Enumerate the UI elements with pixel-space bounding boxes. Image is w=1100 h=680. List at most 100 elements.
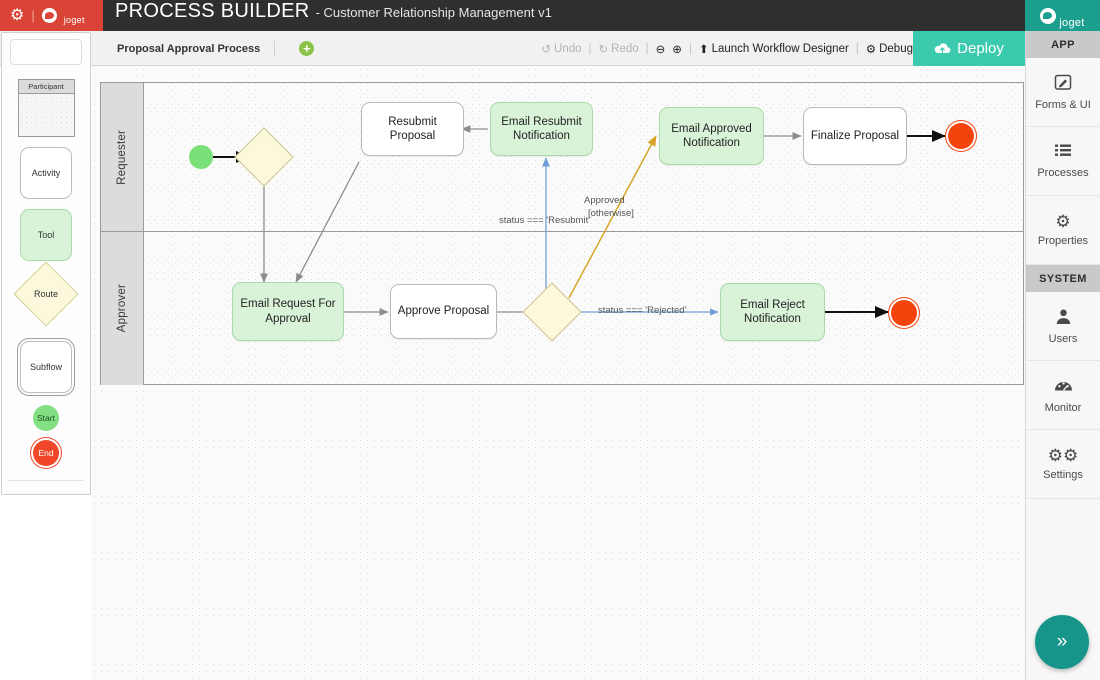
launch-workflow-designer-label: Launch Workflow Designer [711, 42, 849, 55]
palette-item-end[interactable]: End [33, 440, 59, 466]
toolbar-divider-3: | [688, 42, 692, 55]
palette-item-subflow[interactable]: Subflow [17, 338, 75, 396]
sub-toolbar: Proposal Approval Process + ↺ Undo | ↻ R… [0, 31, 1025, 66]
gears-icon: ⚙⚙ [1047, 446, 1079, 465]
tool-email-reject-notification[interactable]: Email Reject Notification [720, 283, 825, 341]
swimlane-approver-header[interactable]: Approver [101, 232, 144, 385]
sidebar-item-forms-ui-label: Forms & UI [1035, 99, 1091, 111]
zoom-in-icon: ⊕ [672, 43, 682, 56]
joget-logo-right[interactable]: joget [1025, 0, 1100, 31]
redo-label: Redo [611, 42, 639, 55]
toolbar-divider-4: | [855, 42, 859, 55]
joget-logo-icon-right [1040, 7, 1057, 24]
edge-label-resubmit: status === 'Resubmit' [499, 215, 591, 226]
palette-item-route[interactable]: Route [13, 261, 79, 327]
palette-divider [8, 480, 84, 481]
activity-finalize-proposal-label: Finalize Proposal [810, 129, 900, 142]
redo-icon: ↻ [598, 43, 609, 56]
tool-email-resubmit-notification[interactable]: Email Resubmit Notification [490, 102, 593, 156]
tool-email-request-for-approval[interactable]: Email Request For Approval [232, 282, 344, 341]
tab-divider [274, 40, 276, 57]
joget-wordmark-right: joget [1059, 17, 1085, 29]
deploy-button[interactable]: Deploy [913, 31, 1025, 66]
title-main: PROCESS BUILDER [115, 0, 310, 22]
gears-icon[interactable]: ⚙ [10, 6, 25, 24]
list-icon [1054, 143, 1072, 162]
cloud-upload-icon [934, 43, 951, 54]
activity-resubmit-proposal[interactable]: Resubmit Proposal [361, 102, 464, 156]
brand-divider: | [31, 8, 35, 23]
toolbar-divider-2: | [645, 42, 649, 55]
palette-subflow-wrap: Subflow [2, 331, 90, 396]
palette-item-participant-label: Participant [18, 80, 74, 94]
page-title: PROCESS BUILDER - Customer Relationship … [115, 0, 552, 31]
tab-proposal-approval-process[interactable]: Proposal Approval Process [117, 42, 261, 55]
tool-email-resubmit-notification-label: Email Resubmit Notification [501, 115, 582, 142]
add-process-button[interactable]: + [299, 41, 315, 56]
activity-approve-proposal-label: Approve Proposal [397, 305, 490, 318]
activity-approve-proposal[interactable]: Approve Proposal [390, 284, 497, 339]
edge-label-approved: Approved [584, 195, 625, 206]
sidebar-item-users-label: Users [1048, 332, 1078, 345]
deploy-label: Deploy [957, 40, 1004, 57]
palette-item-start[interactable]: Start [33, 405, 59, 431]
gear-icon: ⚙ [865, 43, 877, 56]
sidebar-item-settings[interactable]: ⚙⚙ Settings [1026, 430, 1100, 499]
palette-item-end-label: End [38, 448, 54, 458]
palette-item-participant[interactable]: Participant [17, 79, 75, 137]
undo-label: Undo [554, 42, 582, 55]
tool-email-approved-notification[interactable]: Email Approved Notification [659, 107, 764, 165]
launch-workflow-designer-button[interactable]: ⬆ Launch Workflow Designer [699, 42, 849, 56]
palette-item-activity-label: Activity [31, 168, 61, 178]
toolbar-divider-1: | [588, 42, 592, 55]
swimlane-requester-label: Requester [116, 129, 128, 185]
edit-square-icon [1054, 73, 1072, 94]
sidebar-item-monitor[interactable]: Monitor [1026, 361, 1100, 430]
start-event[interactable] [189, 145, 213, 169]
right-sidebar: APP Forms & UI Processes [1025, 31, 1100, 680]
tool-email-request-for-approval-label: Email Request For Approval [240, 298, 336, 325]
end-event-1[interactable] [948, 123, 974, 149]
palette-item-route-label: Route [33, 289, 59, 299]
end-event-2[interactable] [891, 300, 917, 326]
palette-item-activity[interactable]: Activity [20, 147, 72, 199]
swimlane-requester-header[interactable]: Requester [101, 83, 144, 231]
sidebar-section-app: APP [1026, 31, 1100, 58]
brand-block[interactable]: ⚙ | joget [0, 0, 103, 31]
sidebar-section-system: SYSTEM [1026, 265, 1100, 292]
zoom-out-button[interactable]: ⊖ [656, 42, 666, 56]
undo-button[interactable]: ↺ Undo [541, 42, 581, 56]
debug-label: Debug [879, 42, 913, 55]
title-subtitle: - Customer Relationship Management v1 [315, 5, 552, 20]
process-canvas[interactable]: Requester Approver [91, 66, 1025, 680]
activity-finalize-proposal[interactable]: Finalize Proposal [803, 107, 907, 165]
gear-icon: ⚙ [1055, 212, 1071, 231]
sidebar-item-users[interactable]: Users [1026, 292, 1100, 361]
zoom-out-icon: ⊖ [655, 43, 666, 56]
activity-resubmit-proposal-label: Resubmit Proposal [388, 115, 437, 142]
sidebar-item-properties[interactable]: ⚙ Properties [1026, 196, 1100, 265]
process-tab-zone: Proposal Approval Process + [103, 31, 315, 66]
expand-fab-button[interactable]: » [1035, 615, 1089, 669]
sidebar-item-processes-label: Processes [1037, 167, 1089, 179]
upload-icon: ⬆ [698, 43, 709, 56]
palette-item-tool[interactable]: Tool [20, 209, 72, 261]
palette-blank-slot [10, 39, 82, 65]
tool-email-approved-notification-label: Email Approved Notification [671, 122, 752, 149]
user-icon [1055, 308, 1072, 328]
sidebar-item-forms-ui[interactable]: Forms & UI [1026, 58, 1100, 127]
sidebar-item-processes[interactable]: Processes [1026, 127, 1100, 196]
gauge-icon [1054, 377, 1073, 397]
sidebar-item-settings-label: Settings [1043, 469, 1083, 481]
swimlane-approver-label: Approver [116, 284, 128, 333]
undo-icon: ↺ [541, 43, 552, 56]
sidebar-item-monitor-label: Monitor [1044, 401, 1082, 414]
editor-toolbar: ↺ Undo | ↻ Redo | ⊖ ⊕ | ⬆ Launch Workflo… [541, 31, 913, 66]
edge-label-otherwise: [otherwise] [588, 208, 634, 219]
zoom-in-button[interactable]: ⊕ [672, 42, 682, 56]
debug-button[interactable]: ⚙ Debug [866, 42, 913, 56]
redo-button[interactable]: ↻ Redo [599, 42, 639, 56]
sidebar-item-properties-label: Properties [1037, 235, 1089, 247]
element-palette: Participant Activity Tool Route Subflow … [1, 32, 91, 495]
